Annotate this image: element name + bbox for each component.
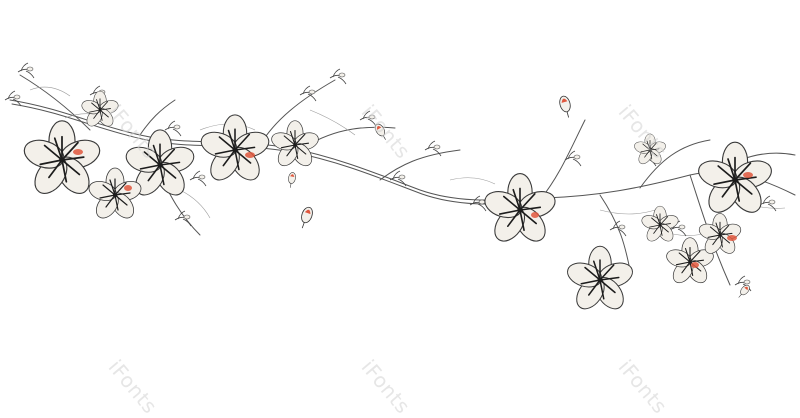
blossom-4	[197, 114, 273, 187]
blossom-6	[480, 172, 560, 248]
image-canvas: iFonts iFonts iFonts iFonts iFonts iFont…	[4, 62, 796, 418]
blush-accents	[73, 149, 753, 268]
blossoms	[19, 90, 776, 315]
blossom-3	[85, 167, 145, 223]
blossom-5	[268, 120, 322, 170]
blossom-12	[632, 133, 668, 167]
blossom-7	[563, 245, 637, 315]
blossom-8	[694, 141, 776, 219]
blossom-11	[639, 205, 681, 245]
blossom-branch-illustration	[4, 62, 796, 315]
